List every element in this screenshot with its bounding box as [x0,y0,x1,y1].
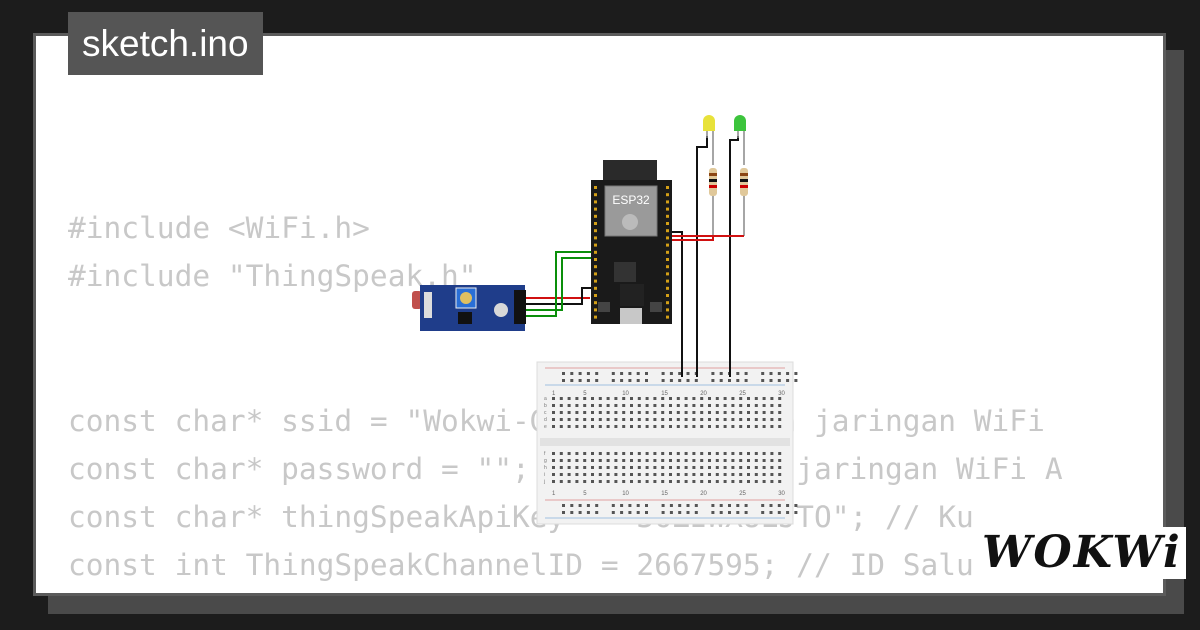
code-line: const int ThingSpeakChannelID = 2667595;… [68,548,1028,583]
code-line [68,300,1063,348]
code-preview: #include <WiFi.h> #include "ThingSpeak.h"… [68,204,1063,594]
code-line [68,349,1063,397]
code-line: const char* thingSpeakApiKey = "36ZIWX8L… [68,500,974,535]
project-filename-tab[interactable]: sketch.ino [68,12,263,75]
code-line: #include "ThingSpeak.h" [68,259,477,294]
code-line: #include <WiFi.h> [68,211,370,245]
wokwi-logo: WOKWi [978,527,1186,579]
code-line: const char* ssid = "Wokwi-GUEST"; // Nam… [68,403,1045,438]
project-card[interactable]: #include <WiFi.h> #include "ThingSpeak.h"… [33,33,1166,596]
code-line: const char* server = "api.thingspeak.com… [68,590,1063,594]
code-line: const char* password = ""; // Kata sandi… [68,451,1063,486]
